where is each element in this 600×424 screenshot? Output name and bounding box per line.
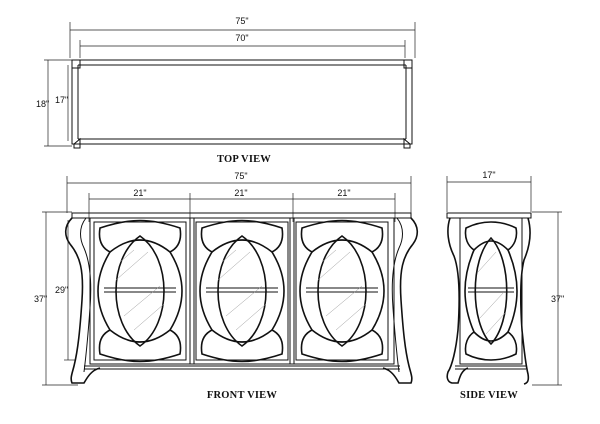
front-door-3 (295, 219, 389, 363)
front-view-caption: FRONT VIEW (207, 390, 277, 401)
side-cabinet-body (446, 212, 532, 385)
top-inner-width-label: 70" (235, 33, 248, 43)
door-width-label-1: 21" (133, 188, 146, 198)
top-depth-outer-label: 18" (36, 99, 49, 109)
front-height-dimensions: 37" 29" (34, 211, 78, 386)
side-view-caption: SIDE VIEW (460, 390, 518, 401)
door-width-label-2: 21" (234, 188, 247, 198)
top-inner-width-dimension: 70" (79, 33, 406, 58)
front-door-2 (195, 219, 289, 363)
top-overall-width-dimension: 75" (69, 15, 416, 58)
front-door-1 (93, 219, 187, 363)
side-depth-dimension: 17" (446, 170, 532, 212)
front-height-total-label: 37" (34, 294, 47, 304)
door-width-label-3: 21" (337, 188, 350, 198)
front-cabinet-body (64, 212, 419, 384)
top-overall-width-label: 75" (235, 16, 248, 26)
front-overall-width-label: 75" (234, 171, 247, 181)
top-depth-inner-label: 17" (55, 95, 68, 105)
top-depth-dimension: 18" 17" (36, 59, 72, 147)
front-view: 75" 21" 21" 21" 37" 29" (34, 171, 419, 401)
side-height-dimension: 37" (532, 211, 564, 386)
top-plan-outline (71, 59, 413, 149)
front-overall-width-dimension: 75" (66, 171, 412, 213)
side-depth-label: 17" (482, 170, 495, 180)
side-height-label: 37" (551, 294, 564, 304)
side-view: 17" 37" SIDE VIEW (446, 170, 564, 401)
front-height-cabinet-label: 29" (55, 285, 68, 295)
top-view: 75" 70" 18" 17" (36, 15, 416, 165)
front-door-width-dimensions: 21" 21" 21" (88, 188, 396, 222)
top-view-caption: TOP VIEW (217, 154, 271, 165)
